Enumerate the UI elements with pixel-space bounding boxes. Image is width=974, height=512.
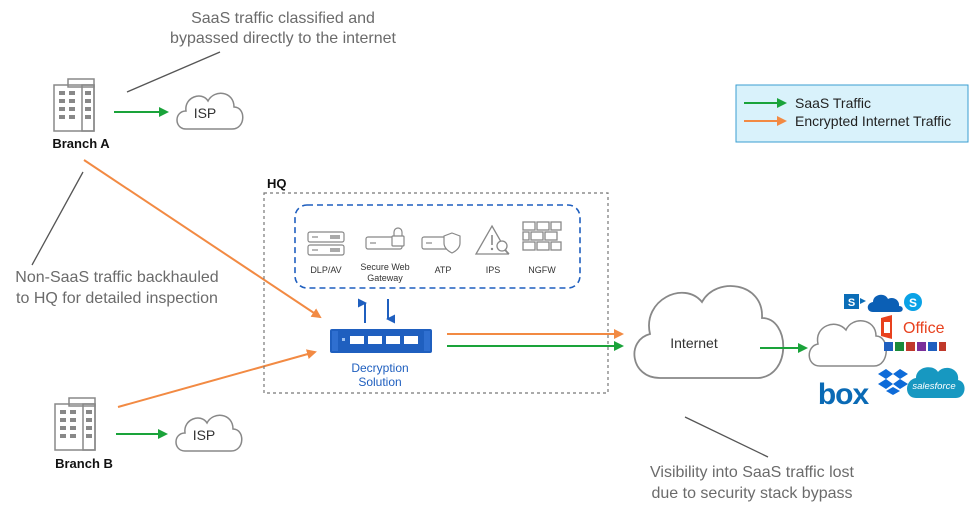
branch-a-label: Branch A bbox=[52, 136, 110, 151]
dropbox-icon bbox=[878, 369, 908, 395]
decryption-label-line2: Solution bbox=[358, 375, 401, 389]
saas-cloud-icon bbox=[808, 320, 887, 367]
internet-cloud-icon bbox=[633, 285, 785, 379]
isp-a-cloud-icon bbox=[176, 92, 244, 130]
dlp-av-label: DLP/AV bbox=[310, 265, 341, 275]
internet-label: Internet bbox=[670, 335, 718, 351]
salesforce-label: salesforce bbox=[912, 381, 955, 392]
left-annotation-line1: Non-SaaS traffic backhauled bbox=[15, 269, 218, 286]
legend-box bbox=[735, 84, 969, 143]
ips-label: IPS bbox=[486, 265, 501, 275]
branch-b-backhaul-arrow bbox=[117, 349, 317, 408]
hq-title: HQ bbox=[267, 176, 287, 191]
skype-icon: S bbox=[904, 293, 922, 311]
isp-b-cloud-icon bbox=[175, 414, 243, 452]
left-annotation-line2: to HQ for detailed inspection bbox=[16, 290, 218, 307]
onedrive-icon bbox=[867, 294, 903, 312]
ngfw-firewall-icon bbox=[522, 221, 562, 251]
decryption-label-line1: Decryption bbox=[351, 361, 408, 375]
ngfw-label: NGFW bbox=[528, 265, 556, 275]
bottom-annotation-line2: due to security stack bypass bbox=[652, 485, 853, 502]
legend-saas-label: SaaS Traffic bbox=[795, 95, 871, 111]
left-annotation-pointer bbox=[31, 171, 84, 266]
salesforce-logo: salesforce bbox=[907, 367, 965, 398]
secure-web-gateway-lock-icon bbox=[365, 227, 405, 250]
office-logo: Office bbox=[881, 315, 945, 339]
top-annotation-line2: bypassed directly to the internet bbox=[170, 30, 396, 47]
office-apps-icon-row bbox=[884, 342, 946, 351]
top-annotation-line1: SaaS traffic classified and bbox=[191, 10, 375, 27]
box-logo: box bbox=[818, 378, 870, 411]
security-stack-group bbox=[294, 204, 581, 289]
svg-text:S: S bbox=[909, 296, 917, 310]
atp-label: ATP bbox=[435, 265, 452, 275]
atp-shield-icon bbox=[421, 232, 461, 254]
secure-web-gateway-label-line1: Secure Web bbox=[360, 262, 409, 272]
branch-b-building-icon bbox=[54, 397, 96, 451]
legend-encrypted-label: Encrypted Internet Traffic bbox=[795, 113, 951, 129]
branch-a-building-icon bbox=[53, 78, 95, 132]
office-label: Office bbox=[903, 320, 945, 337]
branch-b-label: Branch B bbox=[55, 456, 113, 471]
svg-text:S: S bbox=[848, 297, 855, 309]
hq-boundary bbox=[263, 192, 609, 394]
dlp-av-server-icon bbox=[307, 231, 345, 256]
secure-web-gateway-label-line2: Gateway bbox=[367, 273, 403, 283]
isp-b-label: ISP bbox=[193, 427, 216, 443]
legend: SaaS Traffic Encrypted Internet Traffic bbox=[735, 84, 969, 143]
sharepoint-icon: S bbox=[844, 294, 866, 309]
isp-a-label: ISP bbox=[194, 105, 217, 121]
bottom-annotation-pointer bbox=[684, 416, 769, 458]
bottom-annotation-line1: Visibility into SaaS traffic lost bbox=[650, 464, 855, 481]
decryption-appliance-icon bbox=[330, 329, 432, 353]
branch-a-backhaul-arrow bbox=[83, 159, 322, 319]
top-annotation-pointer bbox=[126, 51, 221, 93]
ips-warning-search-icon bbox=[474, 224, 510, 255]
